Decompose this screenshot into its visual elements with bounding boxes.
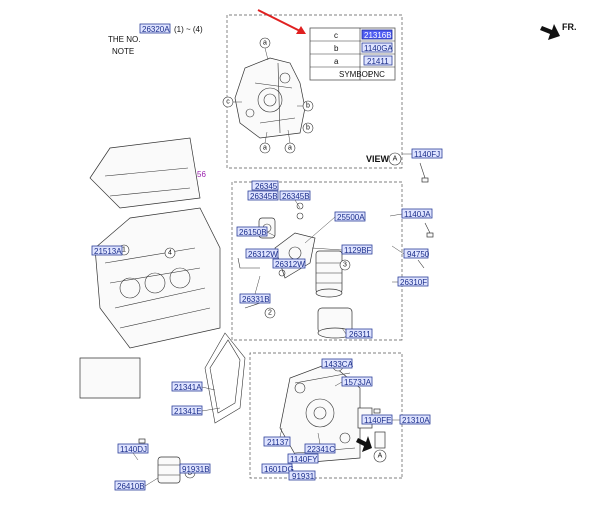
fr-arrow-icon [540,24,560,40]
callout-label: 1140FJ [414,150,440,159]
callout-25500A: 25500A [304,211,366,244]
note-box: NOTE THE NO. 26320A (1) ~ (4) [108,23,203,56]
callout-label: 25500A [337,213,365,222]
bolts [138,162,434,444]
callout-94750: 94750 [391,245,430,259]
callout-21341A: 21341A [171,381,216,392]
callout-1433CA: 1433CA [321,358,354,369]
callout-label: 1573JA [344,378,372,387]
callout-label: 26150B [239,228,267,237]
callout-1140FY: 1140FY [287,453,319,464]
callout-label: 21137 [267,438,289,447]
callout-label: 26345B [282,192,310,201]
callout-1140JA: 1140JA [389,208,433,219]
view-a-box [226,14,403,169]
circle-A-lower: A [378,453,383,460]
note-line1: NOTE [112,47,134,56]
callout-1140FJ: 1140FJ [402,148,443,159]
callout-21341E: 21341E [171,405,221,416]
symbol-pnc-table: SYMBOL PNC a 21411 b 1140GA c 21316B [309,27,396,81]
callout-26312W-2: 26312W [245,248,279,259]
callout-label: 26331B [242,295,270,304]
callout-1573JA: 1573JA [334,376,373,387]
callout-26311: 26311 [341,327,373,339]
front-cover-view-a: a a b b c a [222,37,314,154]
callout-label: 22341C [307,445,335,454]
callout-26410B: 26410B [114,477,159,491]
callout-label: 26311 [349,330,371,339]
table-row-symbol-c: c [334,31,338,40]
callout-22341C: 22341C [304,432,336,454]
callout-label: 26312W [275,260,305,269]
engine-block [79,137,221,399]
callout-91931: 91931 [288,470,316,481]
table-header-symbol: SYMBOL [339,70,373,79]
oil-cooler-parts [237,202,353,339]
fr-label: FR. [562,22,577,32]
callout-1140FE: 1140FE [361,414,393,425]
circle-n1: 1 [122,247,126,254]
callouts: 1140FJ 1140JA 94750 26310F 26311 1129BF … [91,148,443,491]
oil-filter-box [231,181,403,341]
callout-label: 91931 [292,472,315,481]
view-label: VIEW [366,154,390,164]
note-line2: THE NO. [108,35,140,44]
red-pointer-arrow-icon [257,9,306,34]
callout-label: 26345 [255,182,278,191]
callout-label: 1601DG [264,465,294,474]
callout-label: 26310F [400,278,427,287]
circle-b-2: b [306,125,310,132]
callout-26150B: 26150B [236,226,276,237]
circle-c: c [226,99,230,106]
callout-label: 26312W [248,250,278,259]
view-marker: A [393,156,398,163]
circle-b-1: b [306,103,310,110]
callout-label: 1140JA [404,210,431,219]
callout-26310F: 26310F [392,276,429,287]
circle-n3: 3 [343,262,347,269]
callout-21513A: 21513A [91,245,123,256]
callout-label: 94750 [407,250,430,259]
callout-label: 21310A [402,416,430,425]
circle-a-2: a [263,145,267,152]
note-range: (1) ~ (4) [174,25,203,34]
callout-1129BF: 1129BF [311,244,373,255]
table-row-symbol-b: b [334,44,339,53]
circle-n2: 2 [268,310,272,317]
diagram-rotated: SYMBOL PNC a 21411 b 1140GA c 21316B a a… [79,14,577,491]
callout-label: 26410B [117,482,145,491]
table-row-pnc-1140GA: 1140GA [364,44,393,53]
table-header-pnc: PNC [368,70,385,79]
callout-label: 26345B [250,192,278,201]
front-cover-gasket [204,332,246,424]
callout-label: 91931B [182,465,210,474]
callout-label: 21341E [174,407,202,416]
table-row-pnc-21316B: 21316B [364,31,392,40]
table-row-pnc-21411: 21411 [367,57,389,66]
callout-label: 1140FE [364,416,391,425]
callout-26345: 26345 [251,180,279,191]
callout-label: 21513A [94,247,122,256]
callout-label: 1433CA [324,360,354,369]
callout-21137: 21137 [263,427,291,447]
callout-26345B-2: 26345B [247,190,279,201]
table-row-symbol-a: a [334,57,339,66]
circle-a-3: a [263,40,267,47]
callout-1140DJ: 1140DJ [117,443,149,461]
view-direction-arrow-icon [356,436,372,452]
callout-26345B-1: 26345B [279,190,311,209]
circle-a-1: a [288,145,292,152]
callout-label: 1129BF [344,246,372,255]
callout-1601DG: 1601DG [261,463,294,474]
callout-label: 21341A [174,383,202,392]
callout-91931B: 91931B [179,463,211,474]
callout-label: 1140FY [290,455,318,464]
callout-26331B: 26331B [239,275,271,304]
callout-label: 1140DJ [120,445,147,454]
note-ref: 26320A [142,25,170,34]
circle-n4: 4 [168,250,172,257]
callout-26312W-1: 26312W [272,258,306,269]
